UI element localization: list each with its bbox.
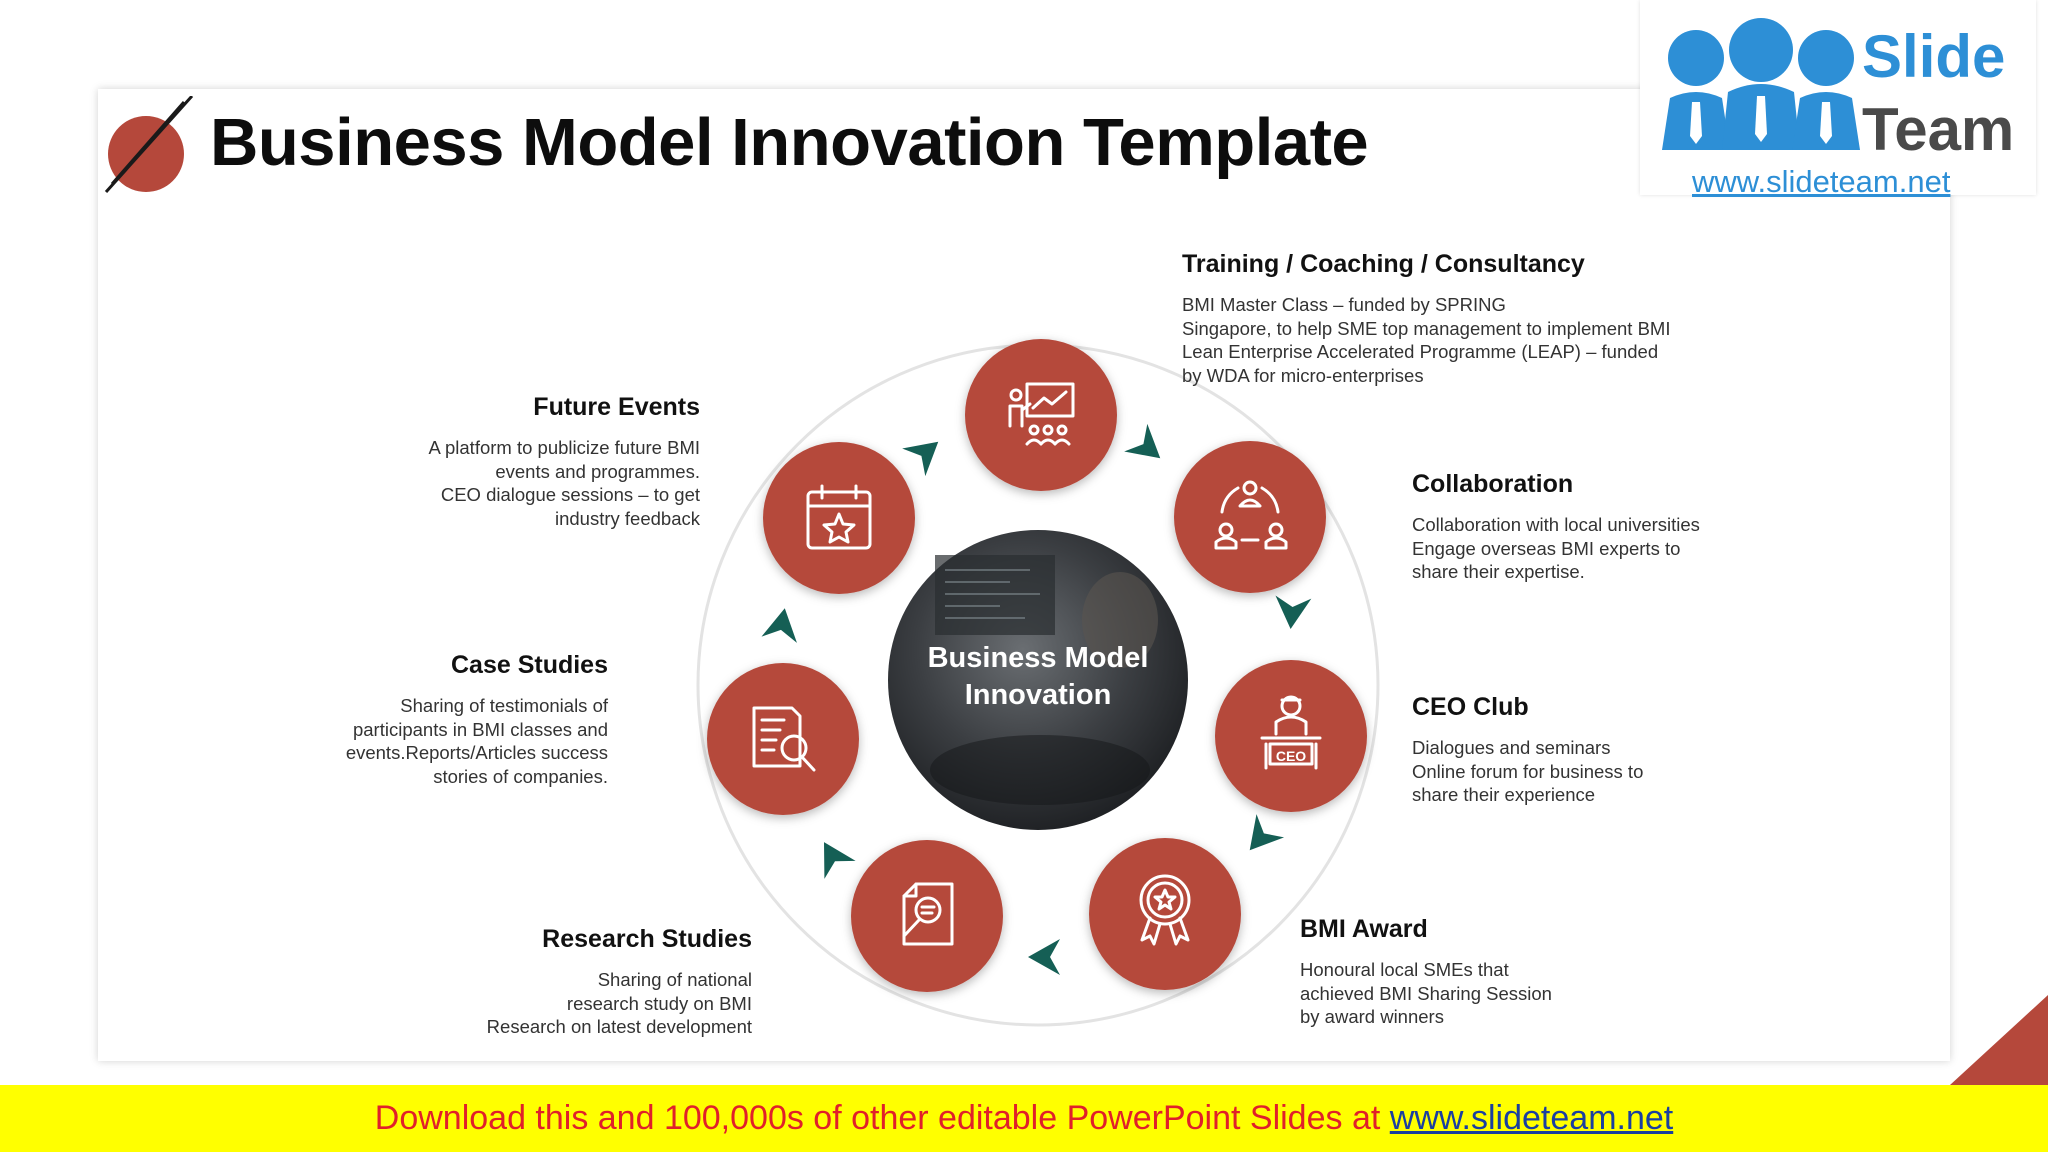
team-cycle-icon (1214, 480, 1288, 550)
corner-accent (1950, 995, 2048, 1085)
label-future-events-title: Future Events (533, 393, 700, 421)
label-training: Training / Coaching / Consultancy BMI Ma… (1182, 250, 1702, 387)
page-title: Business Model Innovation Template (210, 105, 1369, 180)
logo-word-team: Team (1862, 96, 2015, 163)
node-case-studies (707, 663, 859, 815)
award-badge-icon (1139, 874, 1191, 946)
people-logo-icon (1662, 18, 1860, 150)
label-training-text: BMI Master Class – funded by SPRING Sing… (1182, 294, 1671, 386)
document-search-icon (902, 882, 954, 946)
slideteam-logo[interactable]: Slide Team www.slideteam.net (1640, 0, 2036, 199)
center-label-line1: Business Model (927, 642, 1149, 674)
label-bmi-award-text: Honoural local SMEs that achieved BMI Sh… (1300, 959, 1552, 1027)
logo-word-slide: Slide (1862, 23, 2006, 90)
ceo-icon-label: CEO (1276, 748, 1306, 764)
flow-arrow-6 (761, 608, 797, 643)
label-ceo-club-title: CEO Club (1412, 693, 1529, 721)
center-label-line2: Innovation (964, 679, 1112, 711)
ceo-desk-icon (1260, 695, 1322, 770)
node-collaboration (1174, 441, 1326, 593)
label-bmi-award: BMI Award Honoural local SMEs that achie… (1300, 915, 1700, 1029)
label-ceo-club-text: Dialogues and seminars Online forum for … (1412, 737, 1644, 805)
download-banner[interactable]: Download this and 100,000s of other edit… (0, 1085, 2048, 1152)
label-collaboration: Collaboration Collaboration with local u… (1412, 470, 1812, 584)
label-ceo-club: CEO Club Dialogues and seminars Online f… (1412, 693, 1812, 807)
report-magnifier-icon (752, 706, 816, 772)
label-training-title: Training / Coaching / Consultancy (1182, 250, 1585, 278)
node-bmi-award (1089, 838, 1241, 990)
node-ceo-club (1215, 660, 1367, 812)
flow-arrow-2 (1275, 595, 1312, 629)
flow-arrow-3 (1249, 814, 1285, 851)
calendar-star-icon (806, 484, 872, 550)
label-collaboration-text: Collaboration with local universities En… (1412, 514, 1700, 582)
title-mark-icon (104, 96, 194, 194)
flow-arrow-7 (902, 441, 939, 477)
presentation-icon (1008, 382, 1075, 446)
logo-url-link[interactable]: www.slideteam.net (1692, 164, 1951, 199)
label-future-events-text: A platform to publicize future BMI event… (428, 437, 700, 529)
label-collaboration-title: Collaboration (1412, 470, 1574, 498)
center-photo-circle (888, 530, 1188, 830)
label-case-studies: Case Studies Sharing of testimonials of … (260, 651, 608, 788)
banner-text: Download this and 100,000s of other edit… (374, 1099, 1390, 1137)
label-research-title: Research Studies (542, 925, 752, 953)
label-case-studies-title: Case Studies (450, 651, 608, 679)
center-label: Business Model Innovation (888, 640, 1188, 714)
label-bmi-award-title: BMI Award (1300, 915, 1428, 943)
node-research (851, 840, 1003, 992)
flow-arrow-4 (1028, 939, 1060, 975)
flow-arrow-1 (1124, 423, 1161, 459)
label-research-text: Sharing of national research study on BM… (486, 969, 752, 1037)
flow-arrow-5 (824, 842, 856, 879)
label-case-studies-text: Sharing of testimonials of participants … (345, 695, 608, 787)
banner-link[interactable]: www.slideteam.net (1389, 1099, 1674, 1137)
label-research: Research Studies Sharing of national res… (400, 925, 752, 1039)
label-future-events: Future Events A platform to publicize fu… (320, 393, 700, 530)
